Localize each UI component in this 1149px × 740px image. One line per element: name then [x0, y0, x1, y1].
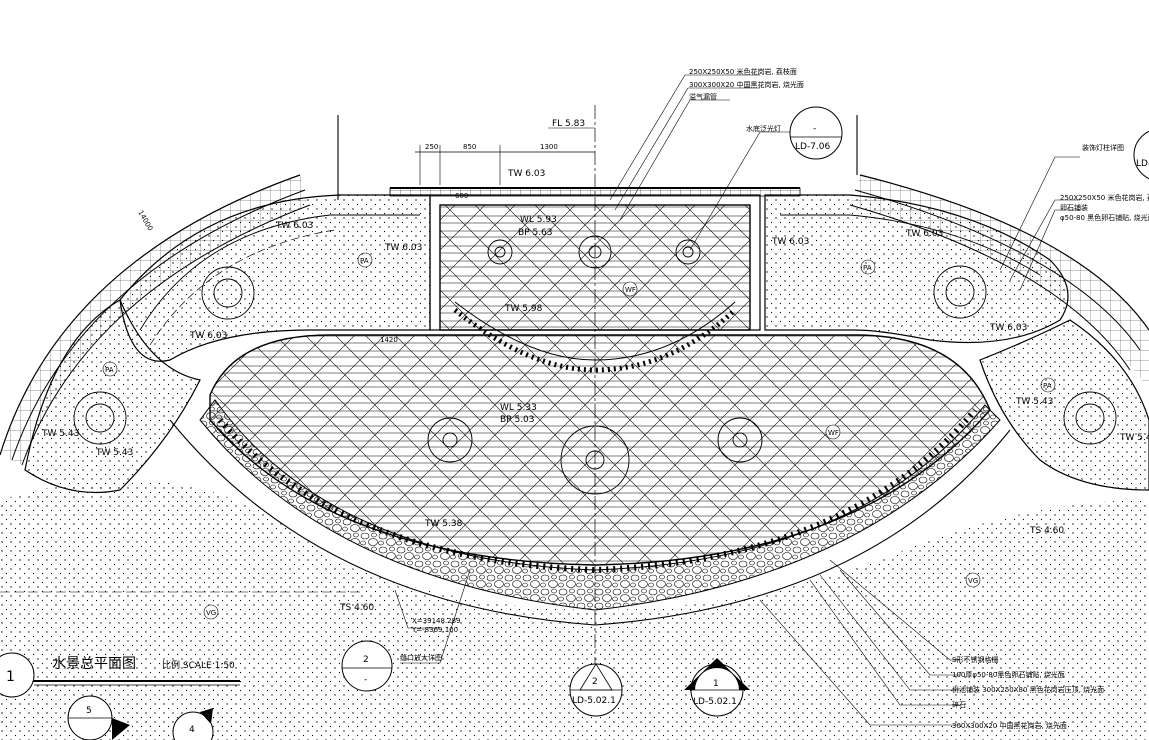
dim-1300: 1300: [540, 143, 558, 151]
leader-lines: [394, 74, 1080, 726]
ref-bubble-top-sheet: LD-7.06: [795, 142, 831, 152]
dim-850: 850: [463, 143, 476, 151]
detail-bubble-2[interactable]: 2 - 缝口放大详图: [341, 640, 442, 692]
label-ts-460-left: TS 4.60: [339, 603, 374, 613]
tag-vg-2: VG: [968, 577, 978, 585]
section-bubble-1-num: 1: [713, 679, 719, 689]
elevation-labels: FL 5.83 TW 6.03 TW 6.03 TW 6.03 TW 6.03 …: [41, 119, 1149, 613]
label-tw-543-left2: TW 5.43: [95, 448, 133, 458]
section-bubble-2-sheet: LD-5.02.1: [572, 696, 616, 706]
fountain-jets: [427, 235, 763, 495]
label-tw-603-left-mid: TW 6.03: [189, 331, 227, 341]
label-wl-593: WL 5.93: [520, 215, 557, 225]
planting-bed-right-upper: [764, 194, 1069, 344]
detail-bubble-num: 2: [363, 655, 369, 665]
drawing-title: 水景总平面图: [52, 656, 136, 672]
tag-vg-1: VG: [206, 609, 216, 617]
label-tw-603-top: TW 6.03: [507, 169, 545, 179]
callout-granite-top-2: 300X300X20 中国黑花岗岩, 烧光面: [689, 80, 804, 89]
tag-pa-1: PA: [360, 257, 369, 265]
drawing-scale: 比例 SCALE 1:50: [162, 659, 235, 671]
label-tw-603-right: TW 6.03: [771, 237, 809, 247]
section-bubble-2-num: 2: [592, 677, 598, 687]
label-tw-543-far-right: TW 5.43: [1119, 433, 1149, 443]
callout-100-pebble: 100厚φ50-80黑色卵石铺贴, 烧光面: [952, 670, 1065, 679]
dim-250: 250: [425, 143, 438, 151]
tag-pa-4: PA: [1043, 382, 1052, 390]
callout-granite-top-1: 250X250X50 米色花岗岩, 荔枝面: [689, 67, 797, 76]
label-tw-598: TW 5.98: [504, 304, 543, 314]
coord-y: Y=-8369.100: [411, 626, 458, 634]
label-wl-533: WL 5.33: [500, 403, 537, 413]
tree-symbols: [73, 265, 1117, 445]
title-block: 1 水景总平面图 比例 SCALE 1:50: [0, 652, 240, 698]
planting-area: [0, 480, 1149, 740]
section-bubble-5-num: 5: [86, 706, 92, 716]
label-tw-543-left: TW 5.43: [41, 429, 79, 439]
label-tw-543-right: TW 5.43: [1015, 397, 1053, 407]
callout-pebble-paving: 卵石铺装: [1060, 203, 1088, 212]
section-bubble-1[interactable]: 1 LD-5.02.1: [684, 658, 750, 717]
callout-gravel: 碎石: [952, 700, 966, 709]
ref-bubble-right-edge-sheet: LD-: [1136, 159, 1149, 169]
label-bp-563: BP 5.63: [518, 228, 553, 238]
ref-bubble-top[interactable]: - LD-7.06: [789, 106, 843, 160]
callout-underwater-light: 水底泛光灯: [746, 124, 781, 133]
material-callouts: 250X250X50 米色花岗岩, 荔枝面 300X300X20 中国黑花岗岩,…: [411, 67, 1149, 730]
planting-bed-left-lower: [24, 299, 201, 494]
detail-bubble-sheet: -: [364, 675, 367, 685]
tag-pa-3: PA: [863, 264, 872, 272]
callout-black-granite: 300X300X20 中国黑花岗岩, 烧光面: [952, 721, 1067, 730]
ref-bubble-right-edge[interactable]: LD-: [1133, 129, 1149, 181]
label-tw-603-right-upper: TW 6.03: [905, 229, 943, 239]
callout-pebble-black: φ50-80 黑色卵石铺贴, 烧光面: [1060, 213, 1149, 222]
callout-lamp-post: 装饰灯柱详图: [1082, 143, 1124, 152]
callout-tree-pit: 树池铺装 300X250X80 黑色花岗岩压顶, 烧光面: [952, 685, 1104, 694]
ref-bubble-top-num: -: [813, 124, 816, 134]
section-bubble-4[interactable]: 4: [172, 708, 214, 740]
section-bubble-5[interactable]: 5: [67, 695, 130, 740]
label-ts-460: TS 4.60: [1029, 526, 1064, 536]
label-bp-503: BP 5.03: [500, 415, 535, 425]
callout-granite-right: 250X250X50 米色花岗岩, 荔枝面: [1060, 193, 1149, 202]
tag-pa-2: PA: [105, 366, 114, 374]
tag-wf-2: WF: [828, 429, 839, 437]
tag-wf-1: WF: [625, 286, 636, 294]
label-tw-603-upper-left: TW 6.03: [275, 221, 313, 231]
section-bubble-1-sheet: LD-5.02.1: [693, 697, 737, 707]
title-number: 1: [6, 669, 15, 685]
dim-600: 600: [455, 192, 468, 200]
symbol-tags: PA PA PA PA WF WF VG VG: [102, 252, 1056, 620]
callout-vent-pipe: 溢气漏管: [689, 92, 717, 101]
callout-s-grille: S形不锈钢格栅: [952, 655, 998, 664]
pebble-edge: [199, 399, 1001, 611]
planting-bed-right-lower: [979, 319, 1149, 491]
label-tw-538: TW 5.38: [424, 519, 463, 529]
coord-x: X=39148.289: [412, 617, 461, 625]
upper-weir: [453, 308, 737, 373]
dim-1420: 1420: [380, 336, 398, 344]
label-tw-603-far-right: TW 6.03: [989, 323, 1027, 333]
section-bubble-2[interactable]: 2 LD-5.02.1: [569, 663, 623, 717]
detail-bubble-label: 缝口放大详图: [400, 653, 442, 662]
lower-pool: [209, 334, 991, 566]
dim-14000: 14000: [136, 209, 154, 232]
label-tw-603-left: TW 6.03: [384, 243, 422, 253]
label-fl-top: FL 5.83: [552, 119, 585, 129]
section-bubble-4-num: 4: [189, 725, 195, 735]
